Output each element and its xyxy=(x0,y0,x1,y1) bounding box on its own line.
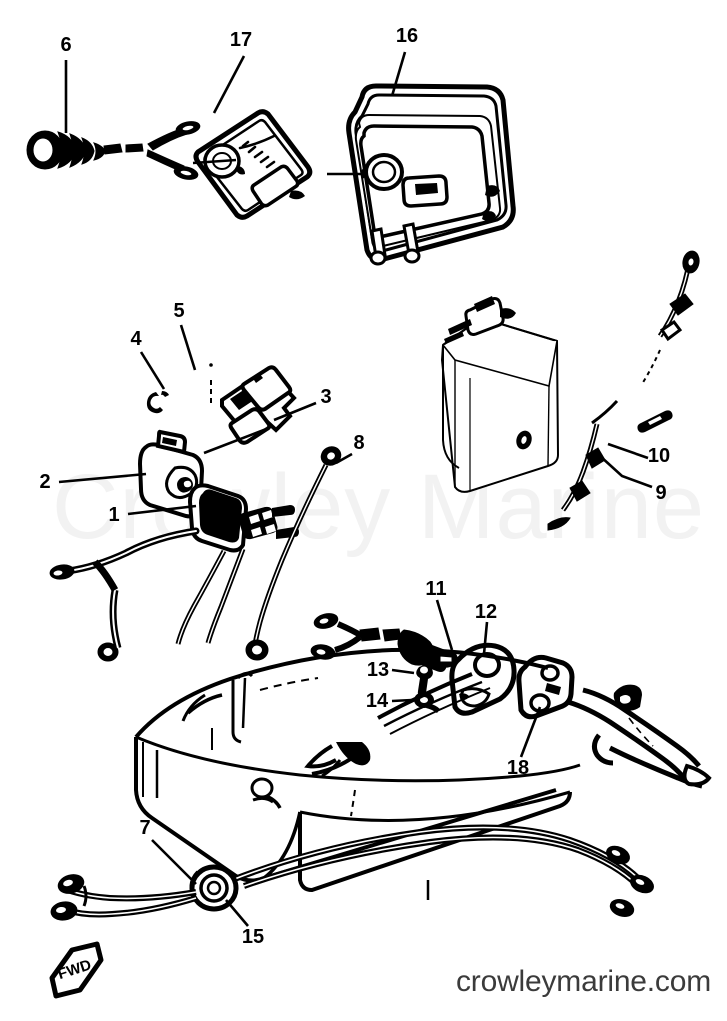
callout-9: 9 xyxy=(655,482,667,504)
part-4-retainer-clip xyxy=(146,391,169,414)
callout-2: 2 xyxy=(39,471,51,493)
part-9-10-lead-wires xyxy=(547,250,700,531)
part-18-clamp-bracket xyxy=(516,654,575,720)
site-url-label: crowleymarine.com xyxy=(456,965,711,998)
callout-leader-lines xyxy=(58,51,653,927)
battery-box xyxy=(440,296,560,493)
callout-1: 1 xyxy=(108,504,120,526)
callout-7: 7 xyxy=(139,817,151,839)
boat-hull-outline xyxy=(134,647,581,900)
callout-4: 4 xyxy=(130,328,142,350)
callout-11: 11 xyxy=(425,578,447,600)
callout-12: 12 xyxy=(474,601,498,623)
part-7-15-grommet-and-cables xyxy=(50,824,654,921)
part-6-rubber-boot-assembly xyxy=(26,121,201,180)
callout-16: 16 xyxy=(395,25,419,47)
part-12-mounting-bracket xyxy=(449,642,517,716)
callout-8: 8 xyxy=(353,432,365,454)
callout-15: 15 xyxy=(241,926,265,948)
callout-18: 18 xyxy=(506,757,530,779)
callout-17: 17 xyxy=(229,29,253,51)
callout-13: 13 xyxy=(366,659,390,681)
callout-10: 10 xyxy=(647,445,671,467)
part-13-bolt xyxy=(416,665,433,697)
part-16-remote-control-box xyxy=(346,83,516,266)
fwd-direction-marker: FWD xyxy=(49,941,104,999)
part-17-control-panel-plate xyxy=(193,109,313,220)
tiller-steering-arm xyxy=(567,684,712,789)
part-1-starter-relay-assembly xyxy=(49,483,299,662)
callout-6: 6 xyxy=(60,34,72,56)
part-3-relay-bracket xyxy=(220,365,297,445)
part-8-ground-cable xyxy=(245,446,342,661)
callout-14: 14 xyxy=(365,690,389,712)
callout-3: 3 xyxy=(320,386,332,408)
part-5-pin xyxy=(209,363,213,404)
callout-5: 5 xyxy=(173,300,185,322)
